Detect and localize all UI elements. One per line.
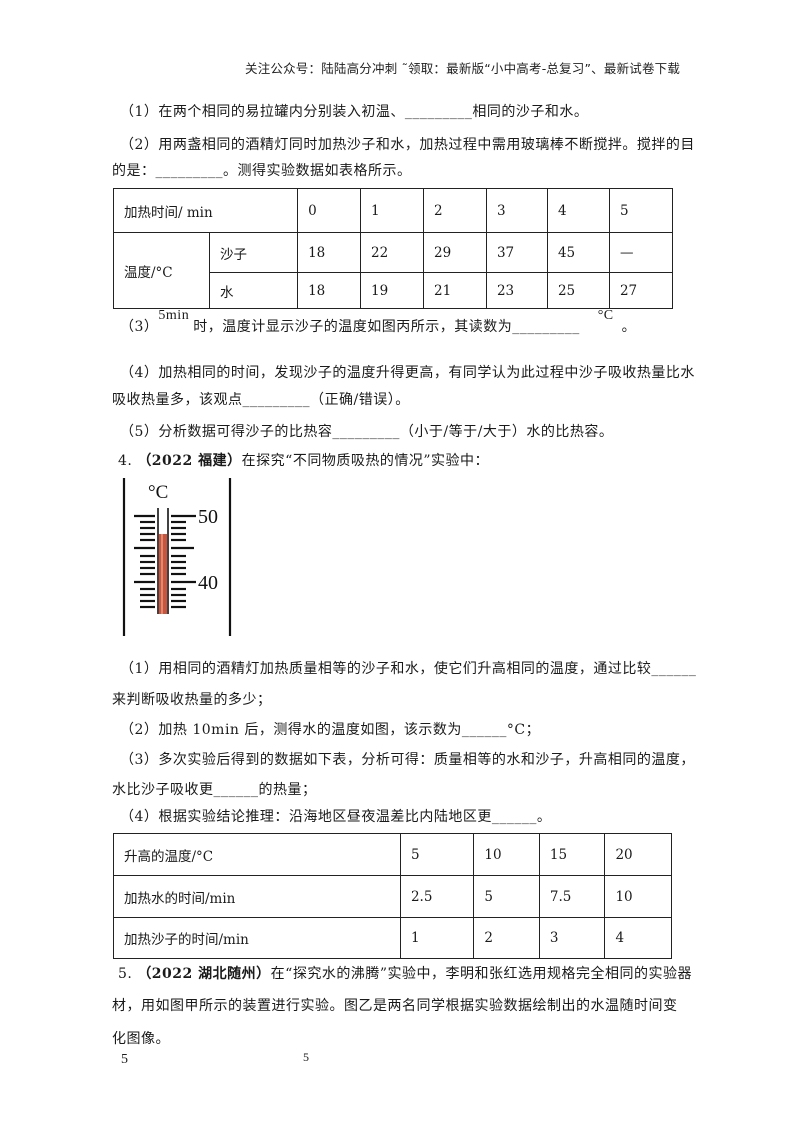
q5-stem-line1: 5. （2022 湖北随州）在“探究水的沸腾”实验中，李明和张红选用规格完全相同…: [118, 963, 692, 983]
table-row-label: 水: [208, 272, 299, 309]
table-cell: 25: [546, 272, 610, 309]
table-cell: 2.5: [399, 875, 475, 918]
q4-part4: （4）根据实验结论推理：沿海地区昼夜温差比内陆地区更______。: [120, 809, 552, 825]
table-temp-label: 温度/°C: [113, 232, 210, 309]
q3-part3-end: 。: [621, 319, 637, 335]
svg-text:°C: °C: [148, 482, 168, 503]
q4-number: 4.: [118, 453, 138, 469]
table-cell: 21: [423, 272, 487, 309]
page-header-notice: 关注公众号：陆陆高分冲刺 ˜领取：最新版“小中高考-总复习”、最新试卷下载: [245, 61, 681, 76]
q4-data-table: 升高的温度/°C 5 10 15 20 加热水的时间/min 2.5 5 7.5…: [113, 833, 672, 959]
q3-part2-line1: （2）用两盏相同的酒精灯同时加热沙子和水，加热过程中需用玻璃棒不断搅拌。搅拌的目: [120, 137, 695, 153]
page-number-left: 5: [121, 1052, 128, 1067]
svg-text:40: 40: [198, 572, 218, 594]
table-row-label: 沙子: [208, 232, 299, 273]
table-header-time-label: 加热时间/ min: [112, 188, 299, 233]
q4-part3-line1: （3）多次实验后得到的数据如下表，分析可得：质量相等的水和沙子，升高相同的温度，: [120, 752, 695, 768]
q5-stem-line2: 材，用如图甲所示的装置进行实验。图乙是两名同学根据实验数据绘制出的水温随时间变: [112, 998, 678, 1014]
q4-part3-line2: 水比沙子吸收更______的热量；: [112, 782, 317, 798]
q4-source: （2022 福建）: [137, 453, 242, 469]
thermometer-figure: °C 50 40: [118, 476, 238, 638]
table-time-cell: 1: [360, 188, 424, 233]
table-row: 水 18 19 21 23 25 27: [114, 272, 674, 309]
table-cell: 18: [297, 272, 362, 309]
q3-data-table: 加热时间/ min 0 1 2 3 4 5 温度/°C 沙子 18 22 29 …: [112, 188, 674, 309]
table-row: 升高的温度/°C 5 10 15 20: [113, 833, 672, 876]
q3-part4-line1: （4）加热相同的时间，发现沙子的温度升得更高，有同学认为此过程中沙子吸收热量比水: [120, 365, 695, 381]
svg-text:50: 50: [198, 506, 218, 528]
table-row-label: 加热沙子的时间/min: [113, 917, 401, 959]
table-cell: 10: [473, 833, 540, 876]
table-cell: 10: [604, 875, 672, 918]
q3-part3: （3）5min时，温度计显示沙子的温度如图丙所示，其读数为_________ °C…: [120, 308, 637, 336]
table-cell: 23: [485, 272, 548, 309]
page-number-center: 5: [303, 1050, 309, 1064]
table-cell: 5: [473, 875, 540, 918]
table-row: 温度/°C 沙子 18 22 29 37 45 —: [113, 232, 674, 309]
table-row-label: 升高的温度/°C: [113, 833, 401, 876]
table-cell: 19: [360, 272, 424, 309]
q3-part5: （5）分析数据可得沙子的比热容_________（小于/等于/大于）水的比热容。: [120, 424, 614, 440]
q3-part3-time: 5min: [158, 308, 190, 323]
table-cell: 27: [608, 272, 674, 309]
q5-source: （2022 湖北随州）: [137, 966, 271, 982]
q3-part2-line2: 的是：_________。测得实验数据如表格所示。: [112, 163, 412, 179]
table-time-cell: 0: [297, 188, 362, 233]
table-cell: 4: [604, 917, 672, 959]
table-cell: 15: [538, 833, 606, 876]
q3-part4-line2: 吸收热量多，该观点_________（正确/错误）。: [112, 392, 410, 408]
table-cell: 1: [399, 917, 475, 959]
q4-stem-text: 在探究“不同物质吸热的情况”实验中：: [241, 453, 489, 469]
q3-part3-text: 时，温度计显示沙子的温度如图丙所示，其读数为_________: [193, 319, 580, 335]
table-cell: 29: [423, 232, 487, 273]
table-time-cell: 2: [423, 188, 487, 233]
table-cell: 20: [604, 833, 672, 876]
table-cell: 5: [399, 833, 475, 876]
table-cell: 2: [473, 917, 540, 959]
table-cell: 37: [485, 232, 548, 273]
q5-stem-line3: 化图像。: [112, 1031, 170, 1047]
table-time-cell: 5: [608, 188, 674, 233]
thermometer-icon: °C 50 40: [122, 478, 232, 636]
table-cell: 45: [546, 232, 610, 273]
q3-part3-unit: °C: [597, 308, 614, 323]
q4-stem: 4. （2022 福建）在探究“不同物质吸热的情况”实验中：: [118, 450, 489, 470]
table-row: 加热水的时间/min 2.5 5 7.5 10: [113, 875, 672, 918]
table-cell: 3: [538, 917, 606, 959]
table-cell: —: [608, 232, 674, 273]
table-cell: 22: [360, 232, 424, 273]
q3-part1: （1）在两个相同的易拉罐内分别装入初温、_________相同的沙子和水。: [120, 104, 589, 120]
q3-part3-prefix: （3）: [120, 319, 159, 335]
table-row-label: 加热水的时间/min: [113, 875, 401, 918]
table-cell: 18: [297, 232, 362, 273]
q5-stem-text: 在“探究水的沸腾”实验中，李明和张红选用规格完全相同的实验器: [270, 966, 692, 982]
table-time-cell: 3: [485, 188, 548, 233]
q4-part1-line2: 来判断吸收热量的多少；: [112, 692, 272, 708]
q4-part1-line1: （1）用相同的酒精灯加热质量相等的沙子和水，使它们升高相同的温度，通过比较___…: [120, 661, 697, 677]
table-cell: 7.5: [538, 875, 606, 918]
q5-number: 5.: [118, 966, 138, 982]
table-time-cell: 4: [546, 188, 610, 233]
table-row: 加热沙子的时间/min 1 2 3 4: [113, 917, 672, 959]
q4-part2: （2）加热 10min 后，测得水的温度如图，该示数为______°C；: [120, 722, 541, 738]
